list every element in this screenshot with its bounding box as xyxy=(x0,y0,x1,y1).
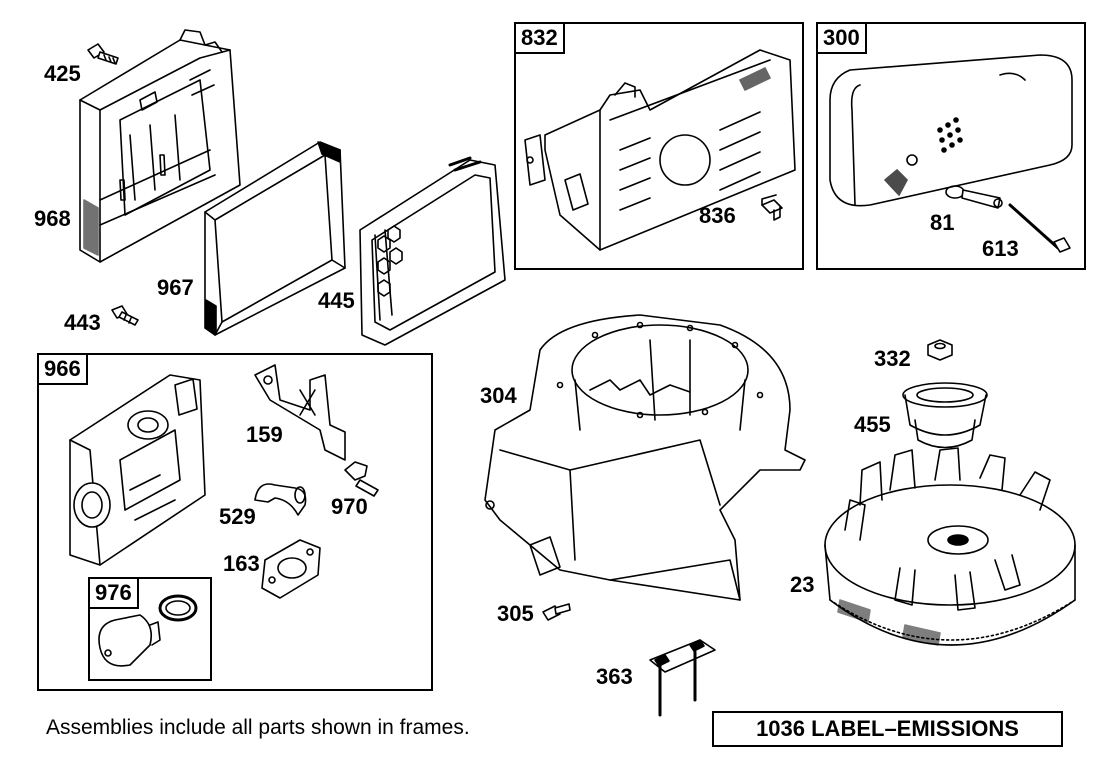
air-cleaner-base-968-drawing xyxy=(79,29,241,263)
frame-tag-966: 966 xyxy=(39,355,88,385)
callout-443: 443 xyxy=(64,310,101,335)
gasket-163-drawing xyxy=(261,539,321,599)
callout-81: 81 xyxy=(930,210,955,235)
callout-445: 445 xyxy=(318,288,355,313)
callout-305: 305 xyxy=(497,601,534,626)
callout-529: 529 xyxy=(219,504,256,529)
assembly-frame-300: 300 xyxy=(816,22,1086,270)
callout-968: 968 xyxy=(34,206,71,231)
muffler-300-drawing xyxy=(829,54,1073,207)
screw-305-drawing xyxy=(542,603,571,621)
callout-425: 425 xyxy=(44,61,81,86)
callout-613: 613 xyxy=(982,236,1019,261)
clamp-976-drawing xyxy=(158,594,198,622)
fuel-elbow-529-drawing xyxy=(254,483,307,516)
nut-332-drawing xyxy=(927,339,953,361)
bracket-159-drawing xyxy=(254,364,346,461)
screw-443-drawing xyxy=(111,305,139,326)
emissions-label-box: 1036 LABEL–EMISSIONS xyxy=(712,711,1063,747)
frame-tag-976: 976 xyxy=(90,579,139,609)
blower-housing-304-drawing xyxy=(484,314,806,601)
bracket-363-drawing xyxy=(649,639,716,717)
callout-455: 455 xyxy=(854,412,891,437)
callout-970: 970 xyxy=(331,494,368,519)
screw-836-drawing xyxy=(761,194,783,221)
gasket-81-drawing xyxy=(945,185,1003,209)
callout-23: 23 xyxy=(790,572,815,597)
filter-967-drawing xyxy=(204,141,346,336)
callout-836: 836 xyxy=(699,203,736,228)
callout-967: 967 xyxy=(157,275,194,300)
precleaner-445-drawing xyxy=(359,156,506,346)
callout-159: 159 xyxy=(246,422,283,447)
assembly-frame-966: 966 xyxy=(37,353,433,691)
assembly-frame-832: 832 xyxy=(514,22,804,270)
carburetor-966-drawing xyxy=(69,374,206,566)
callout-332: 332 xyxy=(874,346,911,371)
starter-cup-455-drawing xyxy=(902,382,988,449)
primer-bulb-976-drawing xyxy=(98,614,161,667)
flywheel-23-drawing xyxy=(824,447,1076,646)
callout-304: 304 xyxy=(480,383,517,408)
bolt-613-drawing xyxy=(1008,203,1071,253)
callout-363: 363 xyxy=(596,664,633,689)
frame-tag-832: 832 xyxy=(516,24,565,54)
screw-970-drawing xyxy=(344,461,379,497)
blower-cover-832-drawing xyxy=(524,49,796,251)
footnote: Assemblies include all parts shown in fr… xyxy=(46,716,470,739)
frame-tag-300: 300 xyxy=(818,24,867,54)
callout-163: 163 xyxy=(223,551,260,576)
screw-425-drawing xyxy=(87,43,119,65)
assembly-frame-976: 976 xyxy=(88,577,212,681)
